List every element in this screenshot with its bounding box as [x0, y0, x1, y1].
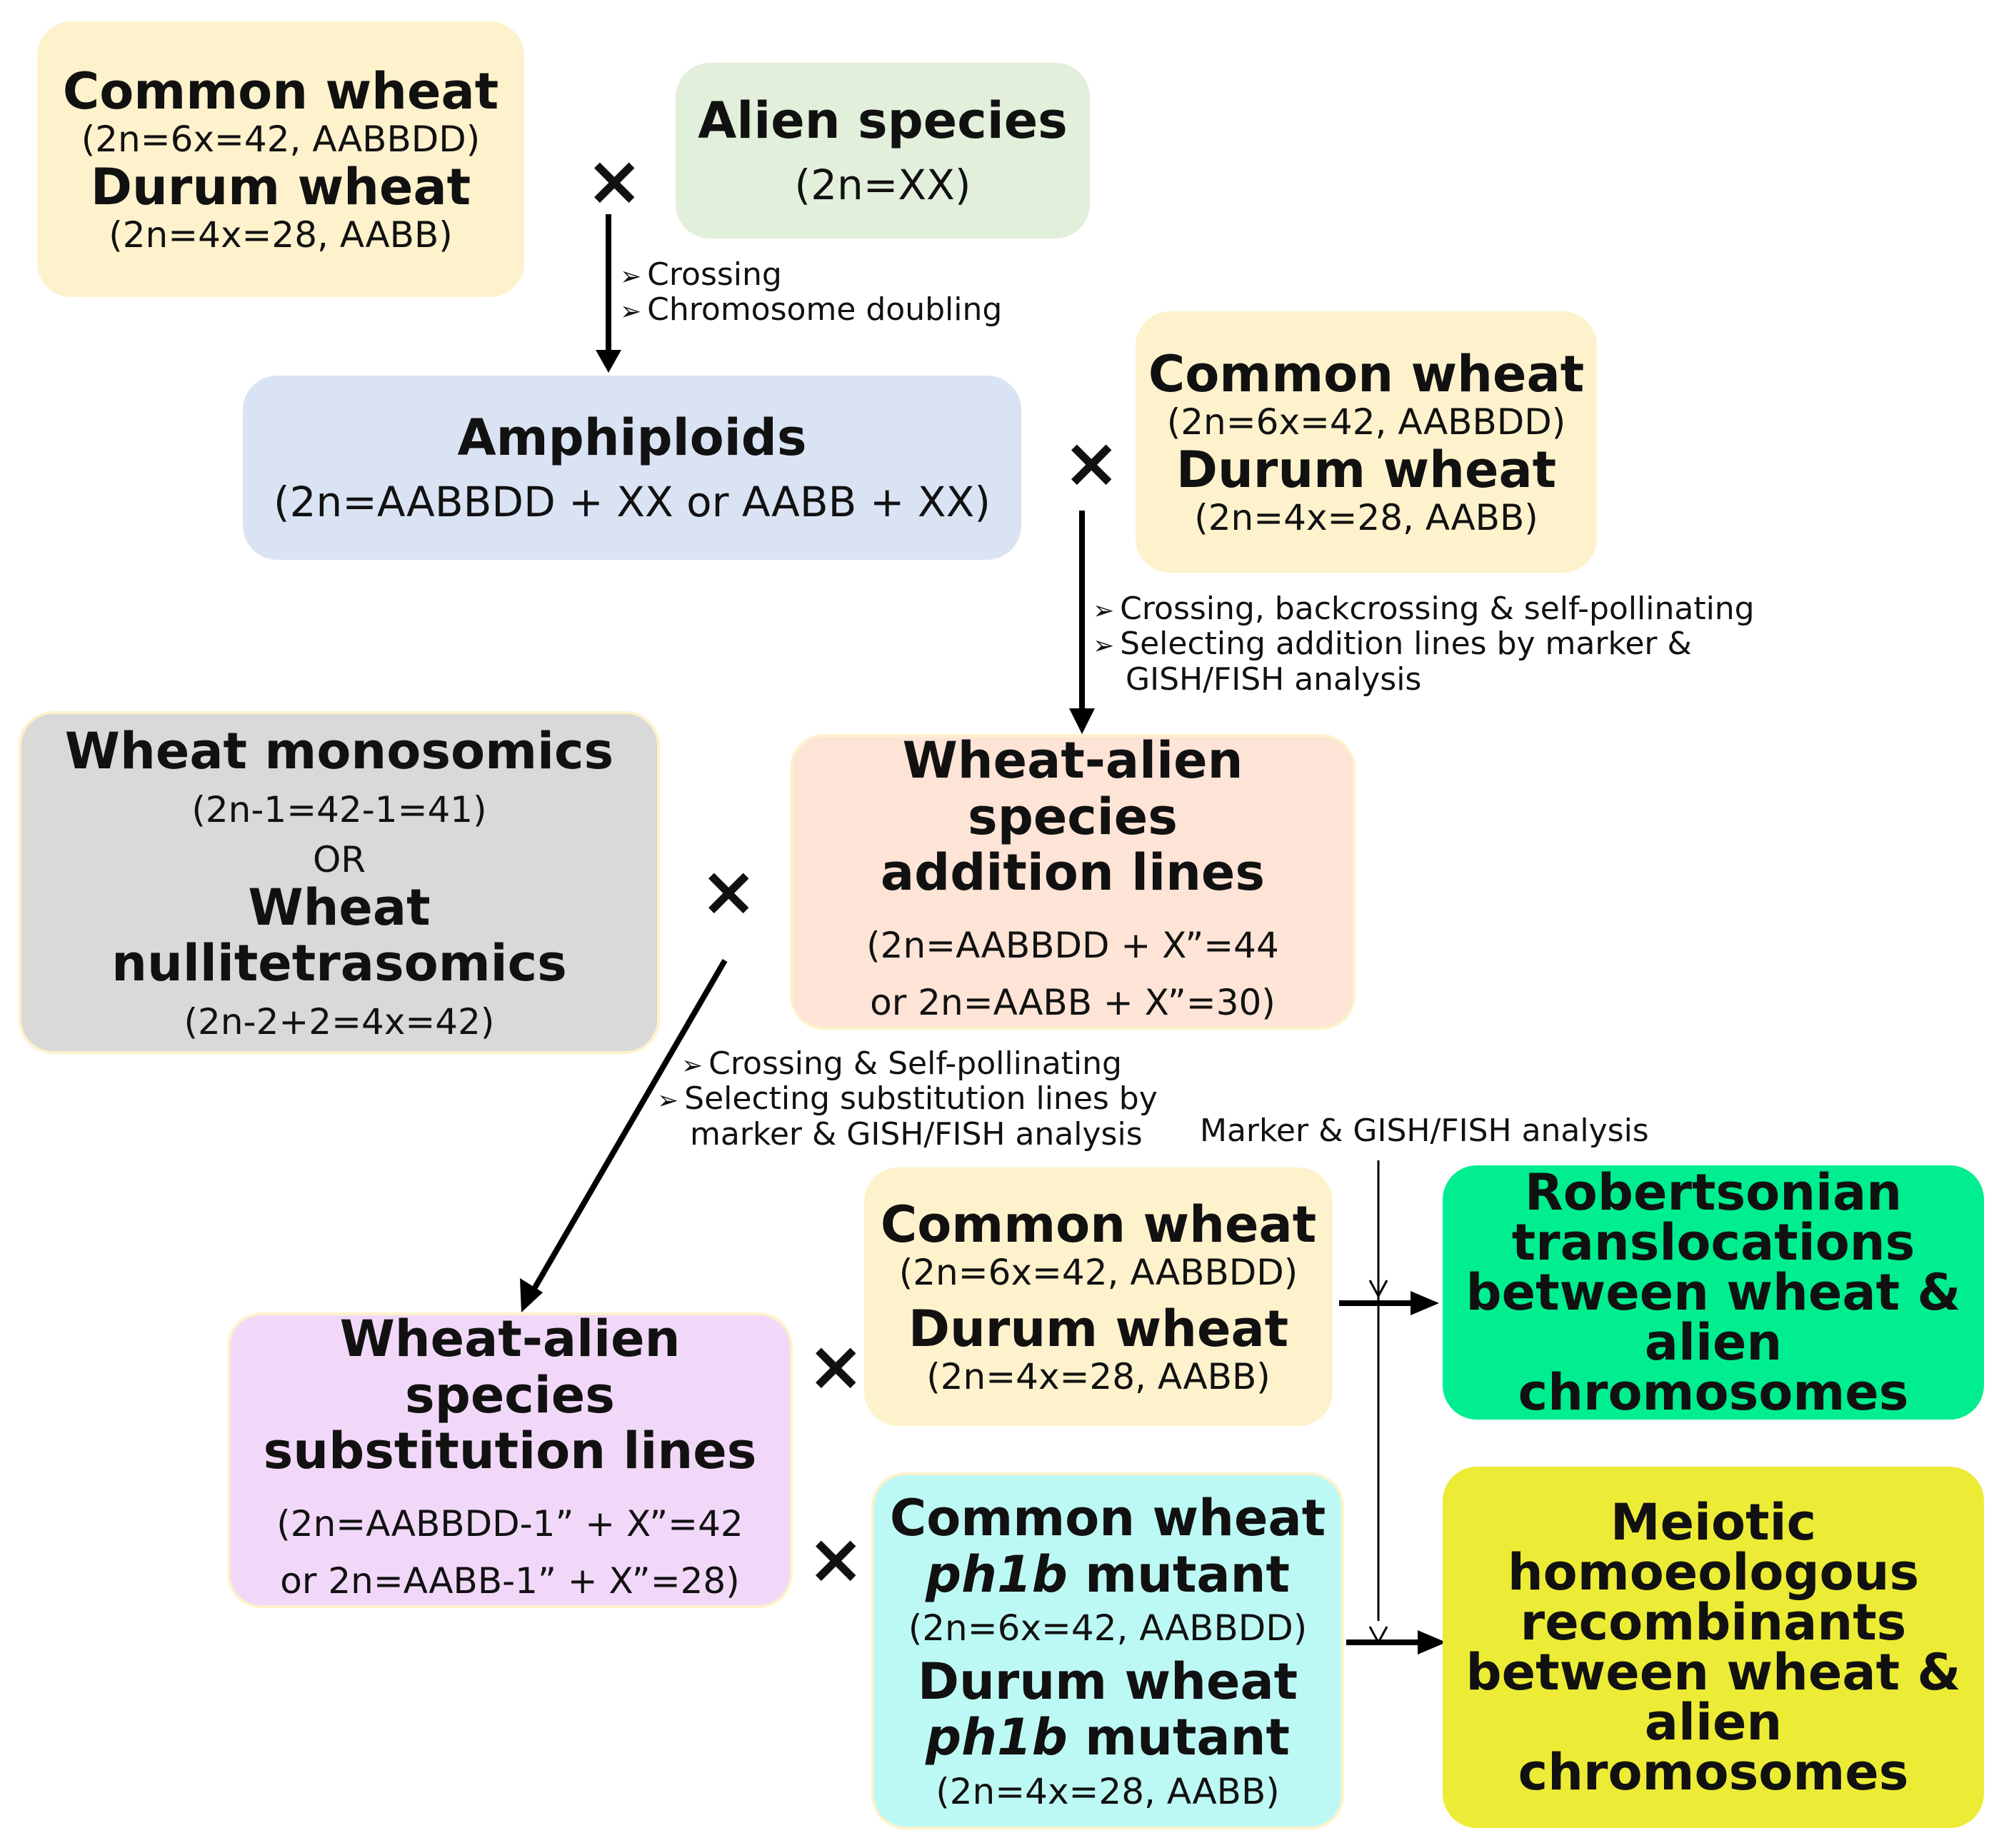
- title-common-wheat: Common wheat: [880, 1195, 1317, 1254]
- note-step-3-line-2: ➢Selecting substitution lines by: [657, 1080, 1158, 1118]
- meiotic-line-1: Meiotic: [1610, 1493, 1817, 1552]
- title-wheat-monosomics: Wheat monosomics: [64, 722, 614, 781]
- title-common-ph1b-mutant: ph1b mutant: [926, 1545, 1290, 1604]
- note-step-2-line-1: ➢Crossing, backcrossing & self-pollinati…: [1093, 591, 1755, 627]
- meiotic-line-4: between wheat &: [1466, 1643, 1961, 1702]
- genome-nullitetrasomics: (2n-2+2=4x=42): [184, 1000, 495, 1043]
- genome-durum-wheat: (2n=4x=28, AABB): [1194, 497, 1538, 539]
- marker-arrowhead-1: [1368, 1280, 1388, 1299]
- or-label: OR: [312, 838, 366, 880]
- title-addition-line-1: Wheat-alien species: [902, 731, 1243, 846]
- genome-common-wheat: (2n=6x=42, AABBDD): [1166, 401, 1566, 443]
- genome-alien-species: (2n=XX): [794, 160, 971, 209]
- cross-symbol-3: ×: [700, 851, 758, 931]
- meiotic-line-3: recombinants: [1520, 1593, 1907, 1652]
- genome-substitution-line-2: or 2n=AABB-1” + X”=28): [280, 1560, 740, 1602]
- robertsonian-line-4: alien chromosomes: [1518, 1313, 1909, 1422]
- title-durum-wheat: Durum wheat: [908, 1300, 1289, 1358]
- genome-addition-line-1: (2n=AABBDD + X”=44: [866, 924, 1279, 966]
- title-alien-species: Alien species: [698, 91, 1068, 151]
- box-common-durum-mid: Common wheat (2n=6x=42, AABBDD) Durum wh…: [1136, 311, 1597, 573]
- arrowhead-amphiploids: [596, 350, 621, 373]
- genome-durum-wheat: (2n=4x=28, AABB): [109, 214, 453, 256]
- title-wheat-nullitetrasomics: Wheat nullitetrasomics: [111, 878, 567, 993]
- box-substitution-lines: Wheat-alien species substitution lines (…: [227, 1310, 793, 1608]
- meiotic-line-5: alien chromosomes: [1518, 1693, 1909, 1802]
- cross-symbol-5: ×: [807, 1519, 865, 1599]
- arrowhead-robertsonian: [1411, 1291, 1439, 1315]
- note-step-3-line-3: marker & GISH/FISH analysis: [690, 1115, 1143, 1153]
- box-meiotic: Meiotic homoeologous recombinants betwee…: [1443, 1467, 1984, 1828]
- title-addition-line-2: addition lines: [880, 843, 1266, 903]
- box-common-durum-top: Common wheat (2n=6x=42, AABBDD) Durum wh…: [37, 21, 524, 297]
- title-durum-wheat: Durum wheat: [90, 158, 471, 216]
- note-step-1: ➢Crossing ➢Chromosome doubling: [620, 257, 1002, 328]
- meiotic-line-2: homoeologous: [1507, 1543, 1920, 1602]
- box-monosomics: Wheat monosomics (2n-1=42-1=41) OR Wheat…: [19, 711, 660, 1054]
- genome-monosomics: (2n-1=42-1=41): [191, 788, 487, 830]
- note-step-1-line-1: ➢Crossing: [620, 256, 782, 293]
- arrow-to-substitution: [529, 958, 728, 1295]
- box-alien-species: Alien species (2n=XX): [676, 63, 1090, 238]
- title-durum-wheat: Durum wheat: [1176, 441, 1557, 499]
- note-step-1-line-2: ➢Chromosome doubling: [620, 291, 1003, 328]
- note-step-2: ➢Crossing, backcrossing & self-pollinati…: [1093, 591, 1755, 697]
- note-step-3-line-1: ➢Crossing & Self-pollinating: [681, 1045, 1122, 1082]
- note-step-2-line-2: ➢Selecting addition lines by marker &: [1093, 626, 1692, 663]
- genome-common-wheat: (2n=6x=42, AABBDD): [898, 1252, 1298, 1293]
- cross-symbol-1: ×: [586, 141, 643, 221]
- genome-durum-wheat: (2n=4x=28, AABB): [936, 1770, 1280, 1812]
- arrowhead-meiotic: [1418, 1630, 1446, 1654]
- robertsonian-line-1: Robertsonian: [1524, 1163, 1903, 1222]
- title-durum-wheat: Durum wheat: [917, 1652, 1298, 1711]
- marker-analysis-label: Marker & GISH/FISH analysis: [1200, 1113, 1649, 1149]
- cross-symbol-2: ×: [1063, 423, 1121, 503]
- title-amphiploids: Amphiploids: [457, 408, 807, 468]
- cross-symbol-4: ×: [807, 1326, 865, 1406]
- genome-amphiploids: (2n=AABBDD + XX or AABB + XX): [273, 477, 991, 526]
- genome-addition-line-2: or 2n=AABB + X”=30): [870, 981, 1276, 1023]
- title-substitution-line-1: Wheat-alien species: [339, 1310, 681, 1425]
- title-common-wheat: Common wheat: [62, 61, 499, 121]
- arrowhead-addition: [1069, 708, 1095, 734]
- robertsonian-line-2: translocations: [1511, 1213, 1915, 1272]
- title-common-wheat: Common wheat: [1148, 344, 1585, 403]
- title-substitution-line-2: substitution lines: [263, 1422, 757, 1481]
- note-step-3: ➢Crossing & Self-pollinating ➢Selecting …: [657, 1046, 1158, 1152]
- box-addition-lines: Wheat-alien species addition lines (2n=A…: [790, 731, 1356, 1030]
- genome-common-wheat: (2n=6x=42, AABBDD): [908, 1607, 1308, 1649]
- box-ph1b-mutants: Common wheat ph1b mutant (2n=6x=42, AABB…: [871, 1472, 1344, 1829]
- arrowhead-substitution: [520, 1278, 543, 1312]
- box-amphiploids: Amphiploids (2n=AABBDD + XX or AABB + XX…: [243, 376, 1021, 560]
- note-step-2-line-3: GISH/FISH analysis: [1126, 661, 1422, 698]
- title-common-wheat: Common wheat: [889, 1489, 1326, 1548]
- title-durum-ph1b-mutant: ph1b mutant: [926, 1708, 1290, 1767]
- genome-durum-wheat: (2n=4x=28, AABB): [926, 1356, 1271, 1398]
- box-common-durum-low: Common wheat (2n=6x=42, AABBDD) Durum wh…: [864, 1167, 1333, 1426]
- genome-substitution-line-1: (2n=AABBDD-1” + X”=42: [276, 1502, 743, 1545]
- box-robertsonian: Robertsonian translocations between whea…: [1443, 1165, 1984, 1420]
- robertsonian-line-3: between wheat &: [1466, 1263, 1961, 1322]
- genome-common-wheat: (2n=6x=42, AABBDD): [81, 119, 481, 160]
